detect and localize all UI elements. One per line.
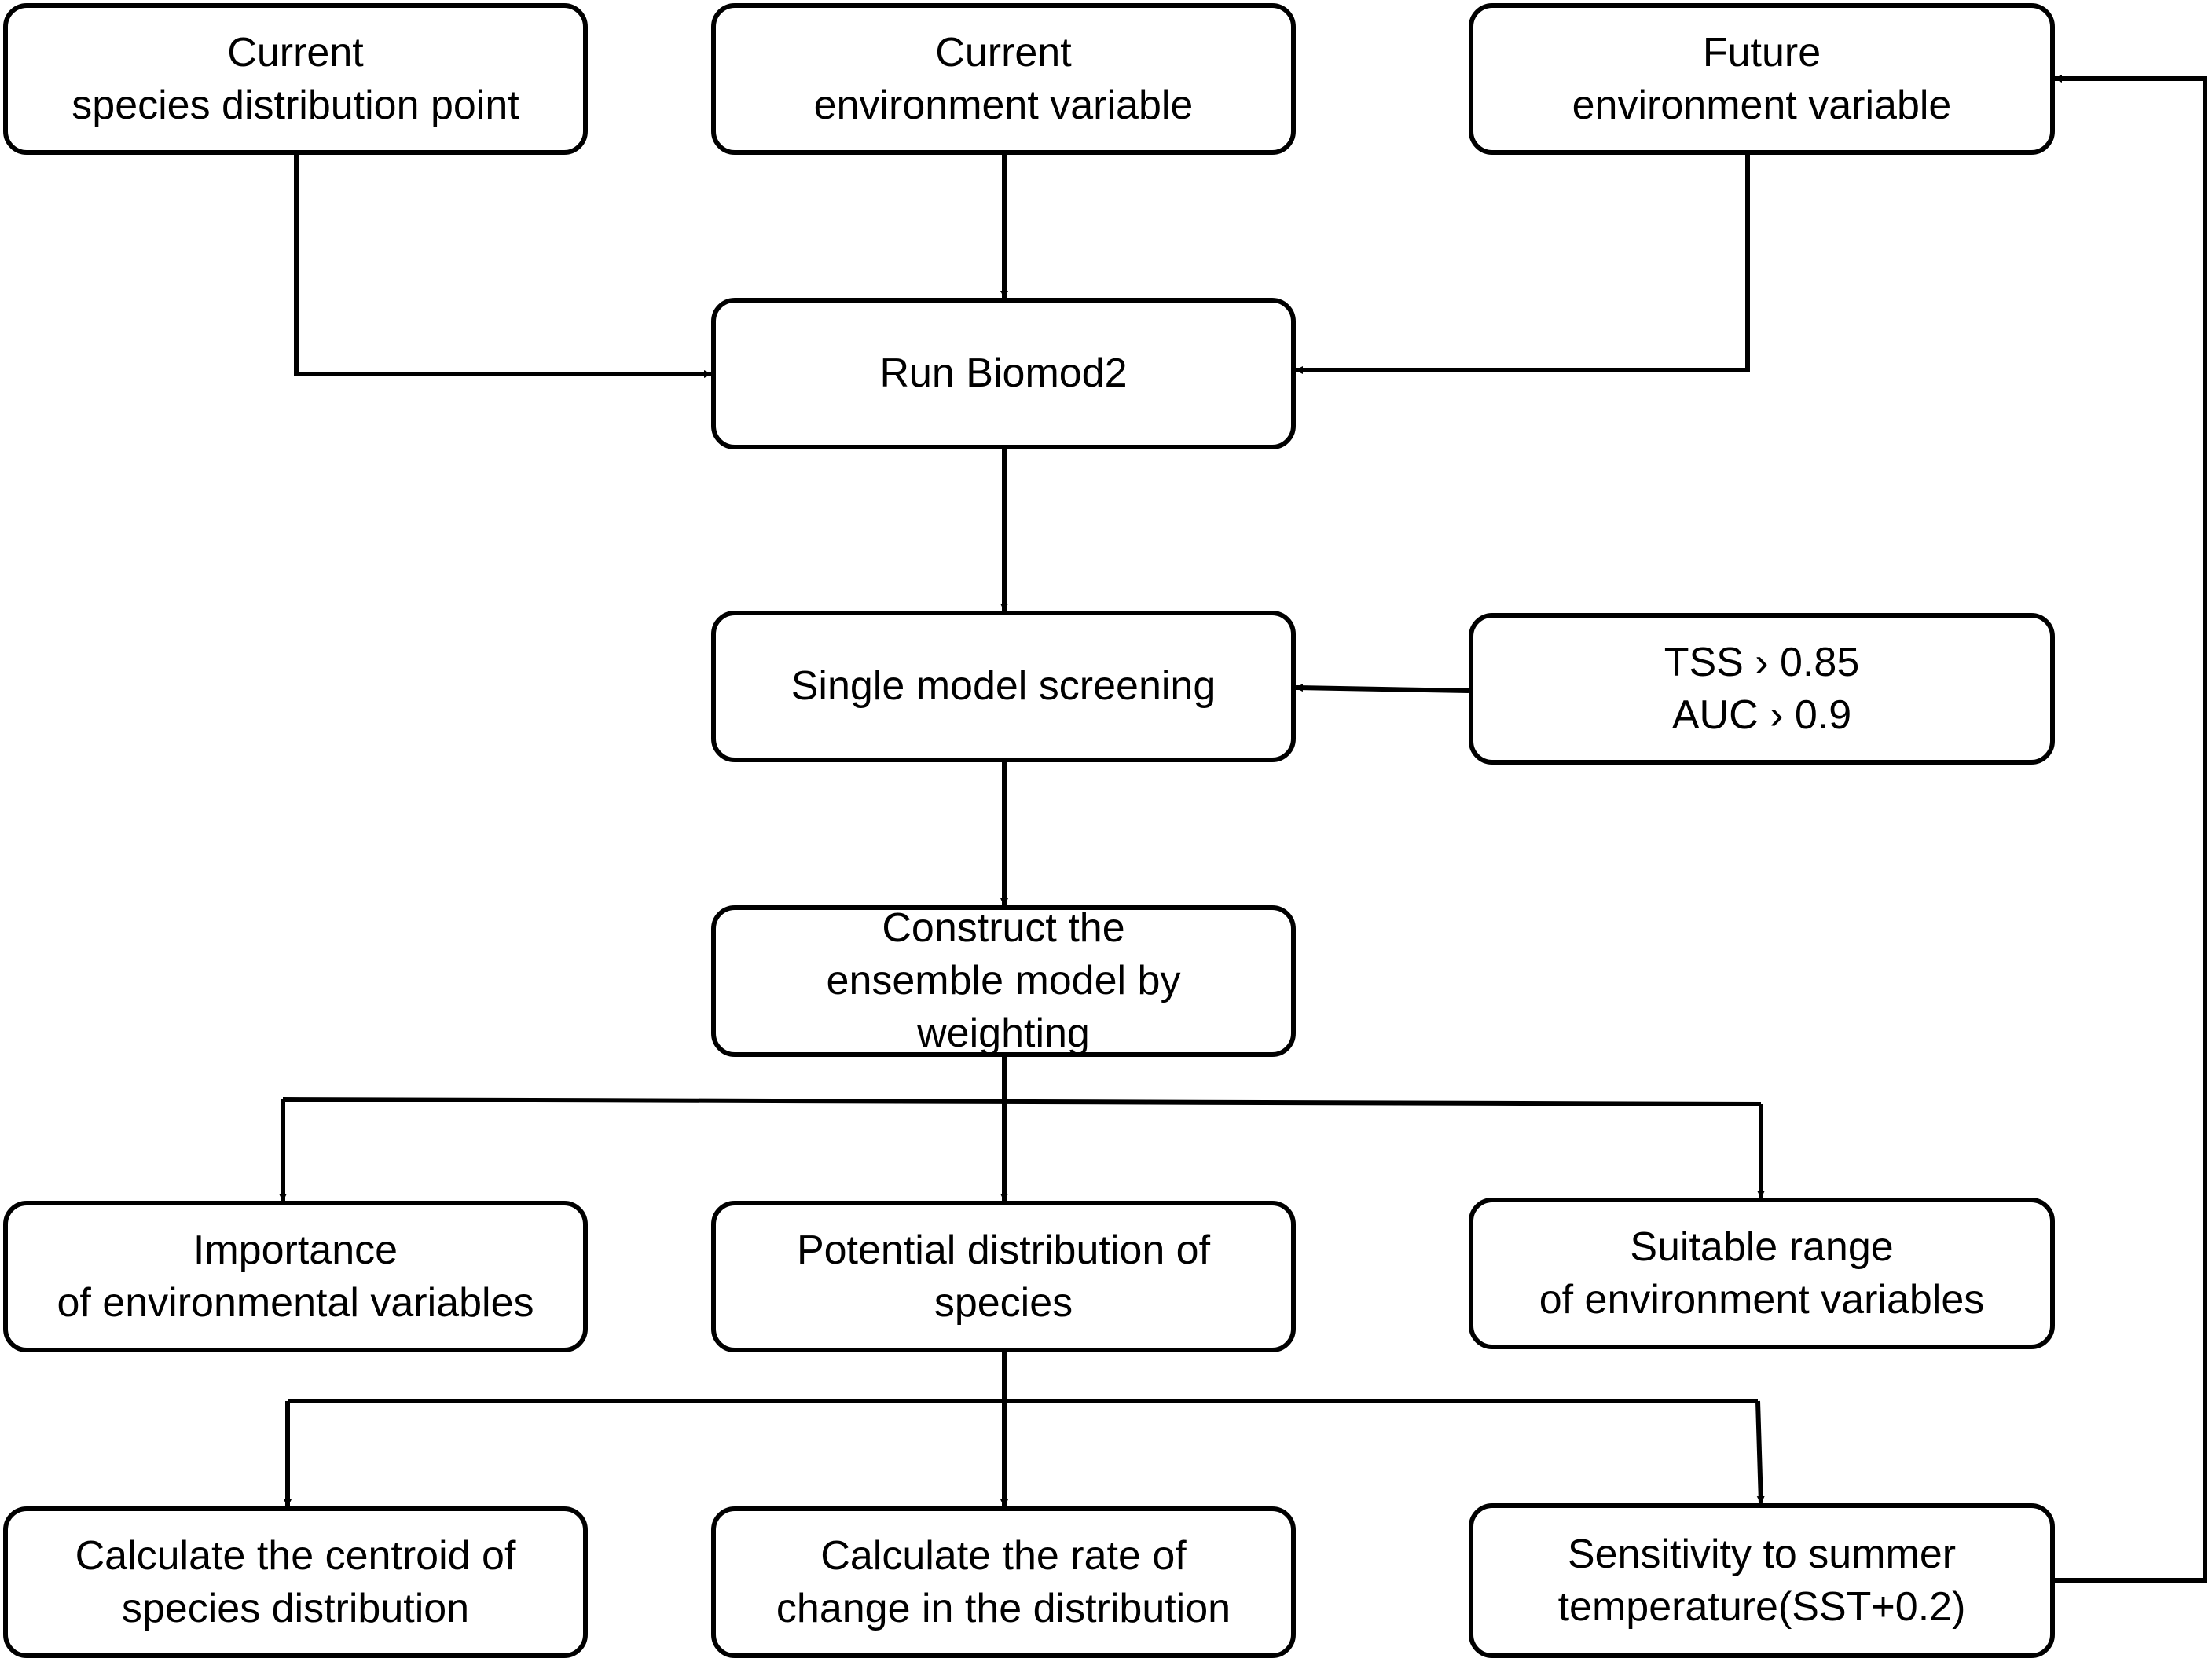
tss-auc-threshold-label: TSS › 0.85 AUC › 0.9 xyxy=(1664,639,1860,738)
future-environment-variable-label: Future environment variable xyxy=(1572,29,1952,128)
edge-potential-to-sensitivity xyxy=(1755,1400,1765,1504)
edge-future-env-to-biomod xyxy=(1295,155,1750,374)
centroid-label: Calculate the centroid of species distri… xyxy=(75,1532,516,1631)
rate-of-change-label: Calculate the rate of change in the dist… xyxy=(776,1532,1231,1631)
suitable-range-label: Suitable range of environment variables xyxy=(1539,1224,1985,1323)
potential-distribution-label: Potential distribution of species xyxy=(796,1227,1211,1326)
current-species-distribution-node: Current species distribution point xyxy=(3,3,588,155)
current-environment-variable-node: Current environment variable xyxy=(711,3,1296,155)
edge-ensemble-branch-bar xyxy=(282,1097,1762,1106)
rate-of-change-node: Calculate the rate of change in the dist… xyxy=(711,1506,1296,1658)
centroid-node: Calculate the centroid of species distri… xyxy=(3,1506,588,1658)
run-biomod2-label: Run Biomod2 xyxy=(879,350,1128,396)
sensitivity-summer-temperature-label: Sensitivity to summer temperature(SST+0.… xyxy=(1557,1531,1966,1630)
tss-auc-threshold-node: TSS › 0.85 AUC › 0.9 xyxy=(1469,613,2055,765)
single-model-screening-node: Single model screening xyxy=(711,611,1296,762)
run-biomod2-node: Run Biomod2 xyxy=(711,298,1296,449)
ensemble-model-node: Construct the ensemble model by weightin… xyxy=(711,905,1296,1057)
current-environment-variable-label: Current environment variable xyxy=(813,29,1194,128)
importance-variables-label: Importance of environmental variables xyxy=(57,1227,534,1326)
edge-sensitivity-feedback-to-future xyxy=(2054,75,2207,1583)
suitable-range-node: Suitable range of environment variables xyxy=(1469,1198,2055,1349)
edge-thresholds-to-single-model xyxy=(1295,684,1469,693)
potential-distribution-node: Potential distribution of species xyxy=(711,1201,1296,1352)
future-environment-variable-node: Future environment variable xyxy=(1469,3,2055,155)
ensemble-model-label: Construct the ensemble model by weightin… xyxy=(826,905,1181,1056)
edge-current-points-to-biomod xyxy=(294,155,712,378)
sensitivity-summer-temperature-node: Sensitivity to summer temperature(SST+0.… xyxy=(1469,1503,2055,1658)
single-model-screening-label: Single model screening xyxy=(791,663,1216,709)
importance-variables-node: Importance of environmental variables xyxy=(3,1201,588,1352)
current-species-distribution-label: Current species distribution point xyxy=(72,29,519,128)
